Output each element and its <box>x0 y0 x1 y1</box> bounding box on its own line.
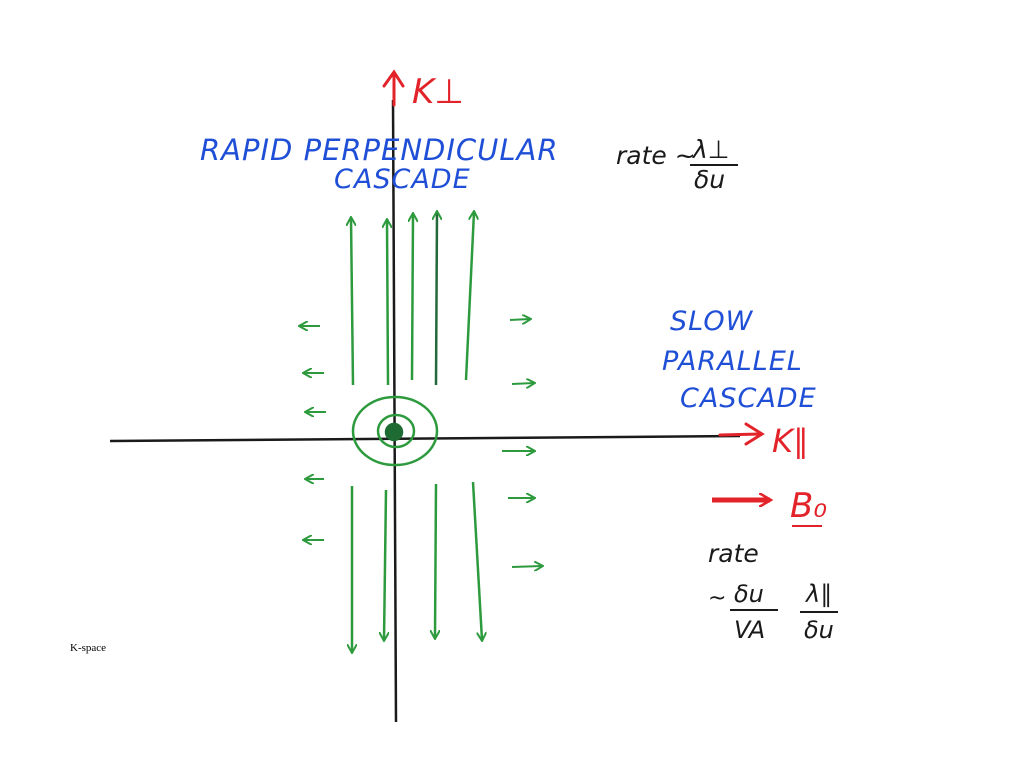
perp-rate-formula: rate ~ λ⊥ δu <box>616 135 738 194</box>
perp-cascade-line1: RAPID PERPENDICULAR <box>200 133 559 167</box>
par-rate-tilde: ~ <box>708 586 726 611</box>
par-cascade-line1: SLOW <box>670 306 754 337</box>
par-axis-arrow <box>718 422 765 446</box>
par-rate-formula: rate ~ δu VA λ∥ δu <box>708 539 838 644</box>
par-rate-word: rate <box>708 539 759 568</box>
perp-cascade-line2: CASCADE <box>334 164 471 195</box>
perp-rate-numerator: λ⊥ <box>691 135 730 164</box>
middle-ring <box>376 413 416 449</box>
par-rate-frac2-den: δu <box>804 616 834 644</box>
downward-arrow <box>435 483 436 638</box>
caption: K-space <box>70 642 107 654</box>
par-axis-label: K∥ <box>772 422 809 460</box>
outer-ring <box>351 395 439 467</box>
field-label: B₀ <box>790 486 827 526</box>
par-rate-frac2-num: λ∥ <box>804 580 832 608</box>
upward-arrow <box>464 212 474 381</box>
downward-arrows <box>352 481 482 652</box>
origin-rings <box>351 395 439 467</box>
upward-arrow <box>387 220 388 386</box>
right-arrow <box>511 566 542 567</box>
perp-cascade-label: RAPID PERPENDICULAR CASCADE <box>200 133 559 195</box>
upward-arrow <box>351 218 353 386</box>
upward-arrow <box>436 212 437 386</box>
par-cascade-line2: PARALLEL <box>662 346 803 377</box>
par-axis-line <box>109 434 741 443</box>
field-indicator: B₀ <box>712 486 827 527</box>
origin-blob <box>384 422 404 442</box>
perp-axis-line <box>391 99 398 723</box>
right-arrows <box>502 319 542 567</box>
left-arrows <box>300 326 326 540</box>
upward-arrow <box>412 214 413 381</box>
par-cascade-line3: CASCADE <box>680 383 817 414</box>
perp-axis-arrow <box>382 69 405 107</box>
right-arrow <box>509 319 530 320</box>
par-rate-frac1-num: δu <box>734 580 764 608</box>
upward-arrows <box>351 212 474 386</box>
right-arrow <box>511 383 534 384</box>
perp-rate-prefix: rate ~ <box>616 141 696 170</box>
par-cascade-label: SLOW PARALLEL CASCADE <box>662 306 817 414</box>
par-rate-frac1-den: VA <box>734 616 765 644</box>
perp-axis-label: K⊥ <box>412 72 464 112</box>
downward-arrow <box>471 481 482 640</box>
perp-rate-denominator: δu <box>694 165 725 194</box>
downward-arrow <box>384 489 386 640</box>
